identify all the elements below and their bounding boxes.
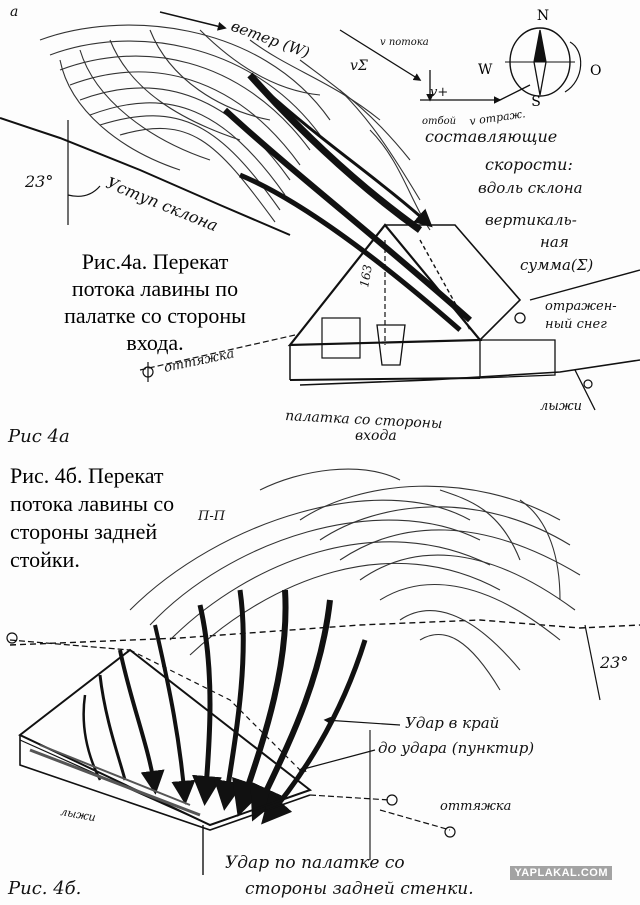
ledge-label: Уступ склона: [104, 173, 221, 235]
tent-back-side: [18, 648, 313, 831]
impact-back-label-1: Удар по палатке со: [225, 853, 405, 873]
figure-b: П-П 23° Удар в край до удара (пунктир) о…: [6, 468, 640, 899]
compass-east: O: [590, 63, 601, 79]
tent-window: [321, 317, 361, 359]
tent-entrance-side: [287, 223, 556, 381]
stake-icon-b3: [386, 794, 398, 806]
compass-north: N: [537, 8, 549, 24]
compass-icon: [505, 27, 582, 97]
components-label-1: составляющие: [425, 127, 557, 146]
caption-a-line: Рис.4а. Перекат: [81, 249, 229, 274]
wind-label: ветер (W): [229, 17, 313, 62]
caption-figure-a: Рис.4а. Перекат потока лавины по палатке…: [20, 248, 290, 356]
caption-figure-b: Рис. 4б. Перекат потока лавины со сторон…: [10, 462, 240, 574]
skis-label-a: лыжи: [540, 399, 582, 414]
reflected-snow-label-2: ный снег: [545, 317, 607, 332]
caption-b-line: стойки.: [10, 547, 80, 572]
hand-caption-b: Рис. 4б.: [7, 878, 81, 899]
components-label-2: скорости:: [485, 155, 573, 174]
guy-rope-label-b: оттяжка: [440, 799, 511, 814]
v-sum-label: vΣ: [350, 58, 368, 74]
slope-ledge-line-a: [0, 117, 291, 236]
vertical-label-2: ная: [540, 233, 569, 251]
impact-edge-label: Удар в край: [405, 714, 499, 732]
angle-label-b: 23°: [599, 653, 628, 672]
height-mark-label: 163: [357, 263, 375, 288]
v-reflected-label: v отраж.: [469, 107, 527, 128]
reflected-prefix-label: отбой: [422, 116, 456, 127]
skis-label-b: лыжи: [59, 805, 96, 824]
watermark: YAPLAKAL.COM: [510, 866, 612, 880]
angle-ref-line-b: [584, 624, 601, 701]
v-plus-label: v+: [430, 85, 448, 100]
hand-caption-a: Рис 4а: [7, 426, 70, 447]
angle-label-a: 23°: [24, 172, 53, 191]
flow-arrows-a: [159, 11, 531, 332]
v-flow-label: v потока: [380, 37, 429, 48]
ski-pole: [574, 369, 596, 411]
caption-b-line: стороны задней: [10, 519, 158, 544]
before-impact-label: до удара (пунктир): [378, 739, 534, 757]
caption-a-line: входа.: [126, 330, 184, 355]
caption-a-line: палатке со стороны: [64, 303, 246, 328]
tent-entrance-label-2: входа: [355, 428, 397, 444]
corner-mark-a: а: [10, 4, 18, 20]
stake-icon-b2: [444, 826, 456, 838]
flow-arrows-b: [82, 589, 368, 825]
compass-west: W: [478, 62, 493, 78]
caption-b-line: Рис. 4б. Перекат: [10, 463, 164, 488]
sum-label: сумма(Σ): [520, 256, 593, 274]
vertical-label-1: вертикаль-: [485, 211, 577, 229]
avalanche-wave-b: [129, 468, 581, 691]
tent-bucket: [376, 324, 406, 366]
compass-south: S: [531, 94, 541, 110]
avalanche-wave-a: [39, 24, 431, 231]
stake-icon-b1: [6, 632, 18, 644]
caption-b-line: потока лавины со: [10, 491, 175, 516]
figure-a: а ветер (W) v потока vΣ v+ v отраж. отбо…: [0, 4, 640, 447]
impact-back-label-2: стороны задней стенки.: [245, 879, 474, 899]
along-slope-label: вдоль склона: [478, 179, 583, 197]
reflected-snow-label-1: отражен-: [545, 299, 617, 314]
caption-a-line: потока лавины по: [71, 276, 239, 301]
peak-mark-label: П-П: [197, 509, 226, 524]
